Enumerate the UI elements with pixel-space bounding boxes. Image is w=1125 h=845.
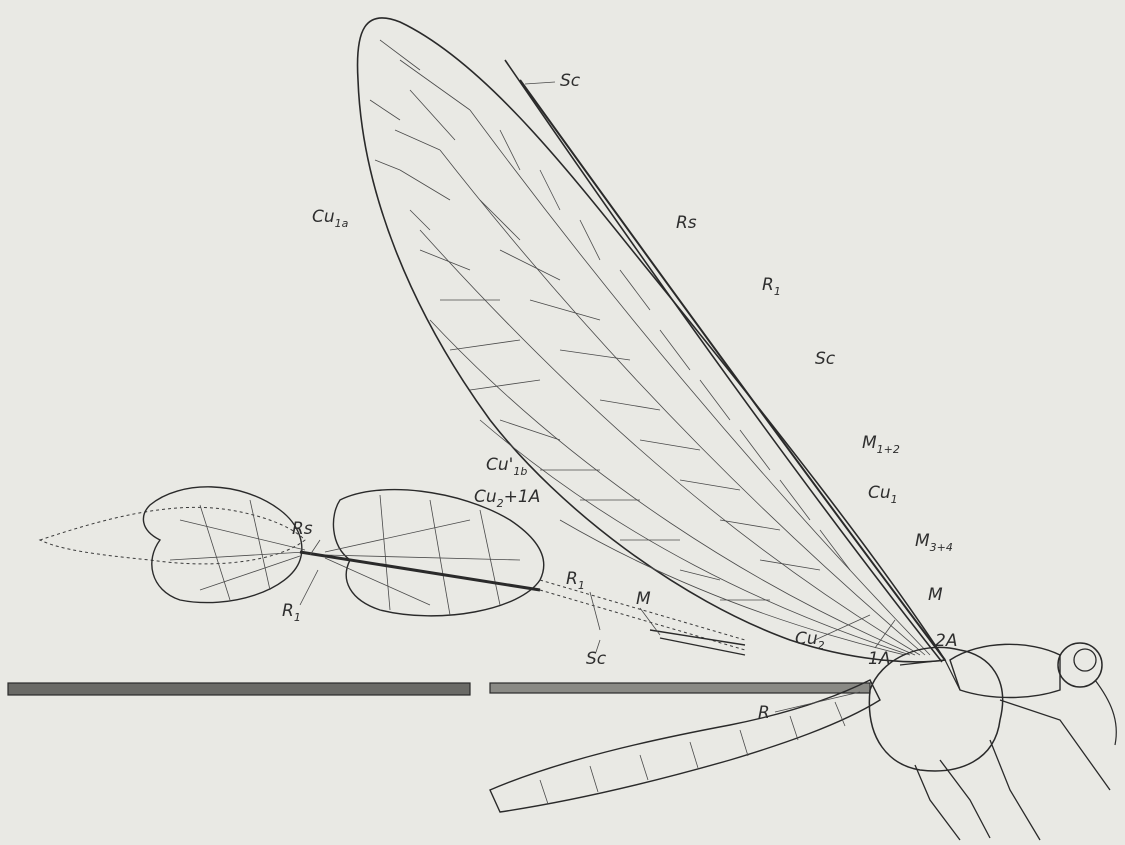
hindwing-inner-lobe	[333, 490, 543, 616]
label-cu1a: Cu1a	[312, 207, 349, 230]
label-cu1: Cu1	[868, 483, 898, 506]
forewing-outline	[357, 18, 945, 662]
vein-sc	[520, 80, 945, 660]
label-cu1b: Cu'1b	[486, 455, 527, 478]
vein-1a	[560, 520, 905, 655]
hindwing-outer-dashed	[40, 507, 305, 564]
label-sc-mid: Sc	[815, 349, 836, 369]
label-m34: M3+4	[915, 531, 953, 554]
label-m-hindwing: M	[636, 589, 651, 609]
label-sc-top: Sc	[560, 71, 581, 91]
label-r1-hindwing-stem: R1	[566, 569, 585, 592]
hindwing-stem-3	[650, 630, 745, 645]
forewing	[357, 18, 945, 662]
label-cu2-1a: Cu2+1A	[474, 487, 540, 510]
label-rs-hindwing: Rs	[292, 519, 313, 539]
label-r1-hindwing: R1	[282, 601, 301, 624]
prothorax	[950, 644, 1060, 697]
label-2a: 2A	[935, 631, 957, 651]
abdomen	[490, 680, 880, 812]
label-m12: M1+2	[862, 433, 900, 456]
label-m: M	[928, 585, 943, 605]
insect-body	[490, 643, 1116, 840]
hindwing	[40, 487, 745, 655]
vein-rs	[470, 110, 930, 655]
r-vein-rod	[8, 683, 870, 695]
label-1a: 1A	[868, 649, 890, 669]
label-r-main: R	[758, 703, 770, 723]
abdomen-segments	[540, 702, 845, 804]
hindwing-outer-lobe	[143, 487, 301, 603]
rod-left	[8, 683, 470, 695]
label-r1-forewing: R1	[762, 275, 781, 298]
leader-lines	[300, 82, 895, 712]
antenna	[1095, 680, 1116, 745]
vein-m34	[420, 230, 920, 655]
labels: Sc Rs Cu1a R1 Sc M1+2 Cu1 M3+4 M 2A Cu2 …	[282, 71, 957, 723]
rod-right	[490, 683, 870, 693]
compound-eye	[1074, 649, 1096, 671]
label-rs-forewing: Rs	[676, 213, 697, 233]
